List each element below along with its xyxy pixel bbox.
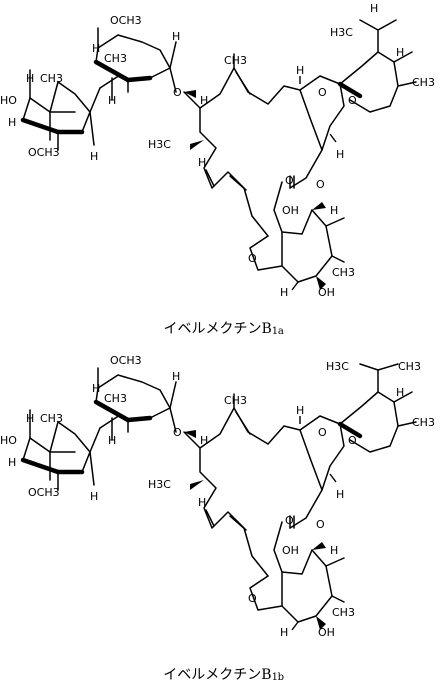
label-ch3-sugar: CH3	[40, 72, 63, 85]
label-ch3-lower: CH3	[332, 606, 355, 619]
label-o: O	[316, 178, 325, 191]
label-h: H	[108, 94, 116, 107]
label-h3c-side: H3C	[330, 26, 353, 39]
label-h: H	[200, 434, 208, 447]
atom-labels: OCH3 CH3 CH3 HO OCH3 H3C CH3 CH3 CH3 OH …	[0, 354, 435, 639]
label-ch3-sugar: CH3	[40, 412, 63, 425]
label-oh-bottom: OH	[318, 626, 335, 639]
label-o: O	[248, 252, 257, 265]
label-och3-bottom: OCH3	[28, 486, 60, 499]
label-h: H	[108, 434, 116, 447]
label-o: O	[285, 514, 294, 527]
stereo-marks	[184, 76, 337, 291]
label-h: H	[198, 156, 206, 169]
oleandrose-ring-inner	[93, 27, 177, 101]
label-h: H	[8, 116, 16, 129]
stereo-marks	[184, 416, 337, 631]
label-ch3-right: CH3	[412, 76, 435, 89]
caption-b1b: イベルメクチンB1b	[0, 664, 447, 684]
label-h: H	[336, 488, 344, 501]
label-ho: HO	[0, 94, 17, 107]
label-o: O	[173, 86, 182, 99]
caption-name: イベルメクチン	[163, 667, 262, 683]
label-ch3-lower: CH3	[332, 266, 355, 279]
label-ch3: CH3	[224, 394, 247, 407]
label-h3c-side: H3C	[326, 360, 349, 373]
caption-name: イベルメクチン	[163, 321, 262, 337]
structure-b1b: OCH3 CH3 CH3 HO OCH3 H3C CH3 CH3 CH3 OH …	[0, 354, 435, 639]
label-h: H	[396, 386, 404, 399]
label-h: H	[90, 150, 98, 163]
label-oh-bottom: OH	[318, 286, 335, 299]
label-o: O	[348, 94, 357, 107]
label-h: H	[8, 456, 16, 469]
caption-prefix: B	[261, 667, 272, 683]
atom-labels: OCH3 CH3 CH3 HO OCH3 H3C CH3 CH3 CH3 OH …	[0, 2, 435, 299]
label-o: O	[173, 426, 182, 439]
label-ch3-sugar: CH3	[104, 392, 127, 405]
label-och3-top: OCH3	[110, 354, 142, 367]
structure-b1a: OCH3 CH3 CH3 HO OCH3 H3C CH3 CH3 CH3 OH …	[0, 2, 435, 299]
label-ch3-side: CH3	[398, 360, 421, 373]
label-o: O	[248, 592, 257, 605]
label-o: O	[285, 174, 294, 187]
label-h: H	[296, 404, 304, 417]
label-h: H	[92, 382, 100, 395]
label-h: H	[330, 204, 338, 217]
label-h3c: H3C	[148, 478, 171, 491]
label-o: O	[318, 426, 327, 439]
spiroketal-ring	[337, 363, 417, 453]
label-ho: HO	[0, 434, 17, 447]
label-oh-mid: OH	[282, 204, 299, 217]
label-h: H	[280, 626, 288, 639]
spiroketal-ring	[337, 19, 417, 113]
label-h: H	[396, 46, 404, 59]
label-h: H	[172, 30, 180, 43]
label-och3-top: OCH3	[110, 14, 142, 27]
caption-subscript: 1b	[271, 672, 284, 683]
label-h: H	[296, 64, 304, 77]
label-ch3: CH3	[224, 54, 247, 67]
label-o: O	[316, 518, 325, 531]
label-h: H	[26, 72, 34, 85]
label-h: H	[200, 94, 208, 107]
label-o: O	[348, 434, 357, 447]
label-h: H	[198, 496, 206, 509]
label-h: H	[336, 148, 344, 161]
caption-subscript: 1a	[271, 326, 284, 337]
label-o: O	[318, 86, 327, 99]
label-h: H	[280, 286, 288, 299]
label-och3-bottom: OCH3	[28, 146, 60, 159]
label-h: H	[92, 42, 100, 55]
label-oh-mid: OH	[282, 544, 299, 557]
caption-b1a: イベルメクチンB1a	[0, 318, 447, 338]
label-h: H	[26, 412, 34, 425]
label-h: H	[90, 490, 98, 503]
oleandrose-ring-inner	[93, 367, 177, 441]
label-h: H	[330, 544, 338, 557]
label-h: H	[370, 2, 378, 15]
label-ch3-sugar: CH3	[104, 52, 127, 65]
label-h3c: H3C	[148, 138, 171, 151]
oleandrose-ring-outer	[20, 409, 121, 491]
oleandrose-ring-outer	[20, 69, 121, 151]
label-h: H	[172, 370, 180, 383]
caption-prefix: B	[261, 321, 272, 337]
label-ch3-right: CH3	[412, 416, 435, 429]
